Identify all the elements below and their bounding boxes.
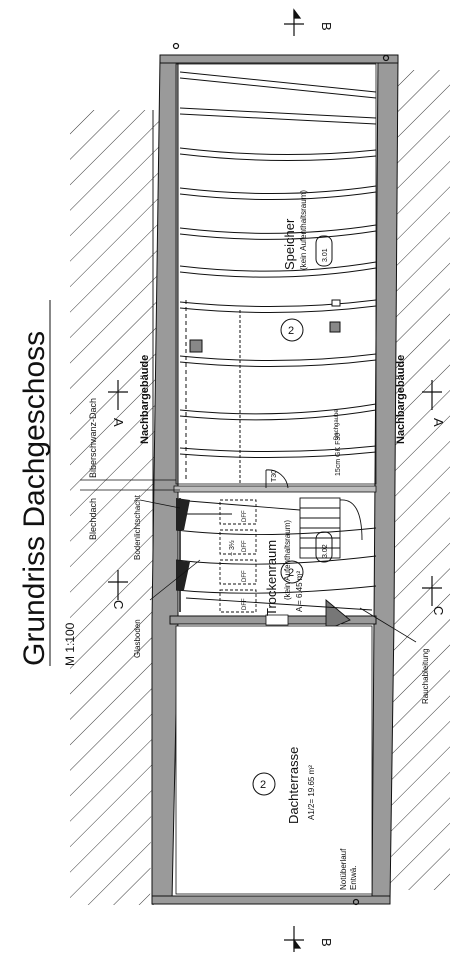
room-area-terrace: A1/2= 19.65 m² [307, 765, 316, 820]
room-code-pills [315, 235, 333, 563]
room-name-speicher: Speicher [282, 218, 297, 270]
leader-lines [80, 479, 417, 643]
label-dff-1: DFF [242, 510, 248, 522]
room-sub-trockenraum: (kein Aufenthaltsraum) [283, 520, 292, 600]
label-t30: T30 [271, 470, 278, 482]
label-notueberlauf: Notüberlauf [339, 848, 348, 890]
label-entwae: Entwä. [349, 866, 358, 890]
room-number-trockenraum: 2 [288, 567, 294, 579]
label-bodenlichtschacht: Bodenlichtschacht [133, 494, 142, 560]
roof-rafters [179, 71, 377, 484]
section-label-a-left: A [111, 418, 126, 427]
room-circles [252, 318, 304, 796]
room-code-trockenraum: 3.02 [322, 544, 329, 558]
label-dff-4: DFF [242, 598, 248, 610]
section-label-a-right: A [431, 418, 446, 427]
label-gk: 15cm GK F30 [335, 433, 342, 476]
label-biberschwanz: Biberschwanz-Dach [88, 398, 98, 478]
section-markers [108, 8, 442, 952]
section-label-b-bottom: B [319, 938, 334, 947]
section-label-c-right: C [431, 606, 446, 615]
skylight-shaft-fill [176, 498, 190, 590]
room-sub-speicher: (kein Aufenthaltsraum) [299, 190, 308, 270]
section-label-c-left: C [111, 600, 126, 609]
label-glasboden: Glasboden [133, 619, 142, 658]
neighbor-hatching-left [70, 110, 160, 905]
label-dachgaube: Dachgaube [334, 409, 340, 440]
terrace-area [175, 625, 373, 895]
label-blechdach: Blechdach [88, 498, 98, 540]
section-label-b-top: B [319, 22, 334, 31]
neighbor-label-top: Nachbargebäude [139, 355, 151, 444]
room-number-speicher: 2 [288, 325, 294, 337]
room-name-trockenraum: Trockenraum [264, 540, 279, 616]
label-stair-note: ~ 3½ [228, 540, 236, 556]
room-code-speicher: 3.01 [322, 248, 329, 262]
drying-room-structure [175, 497, 377, 631]
room-number-terrace: 2 [260, 779, 266, 791]
room-name-terrace: Dachterrasse [286, 747, 301, 824]
door-swings [265, 469, 289, 489]
page-title: Grundriss Dachgeschoss [18, 331, 51, 666]
neighbor-label-bottom: Nachbargebäude [395, 355, 407, 444]
room-area-trockenraum: A = 6.45 m² [295, 571, 304, 612]
exterior-walls [151, 54, 399, 905]
label-rauchableitung: Rauchableitung [421, 648, 430, 704]
label-dff-3: DFF [242, 570, 248, 582]
scale-label: M 1:100 [63, 622, 77, 666]
label-dff-2: DFF [242, 540, 248, 552]
